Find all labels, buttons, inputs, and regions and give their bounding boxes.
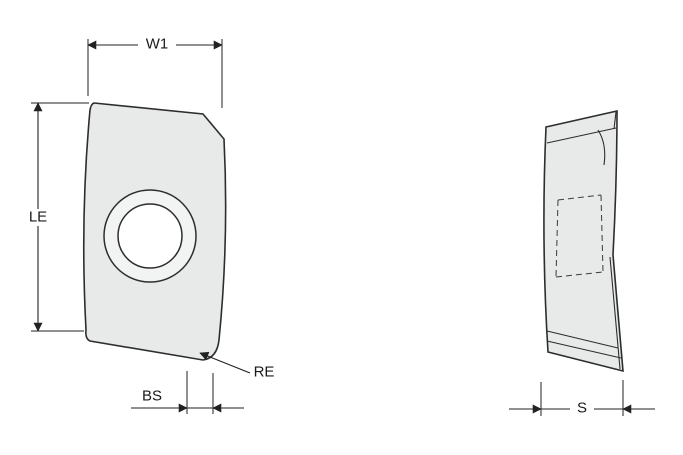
- hidden-hole-right: [600, 194, 604, 273]
- bs-label: BS: [142, 388, 162, 405]
- side-view: [543, 109, 624, 373]
- s-label-bg: [570, 400, 594, 417]
- le-label-bg: [24, 209, 52, 226]
- hidden-hole-top: [557, 194, 602, 201]
- dimension-le: LE: [24, 102, 89, 332]
- le-label: LE: [29, 209, 47, 226]
- side-bottom-band-1: [546, 330, 619, 349]
- hidden-hole-bottom: [555, 271, 604, 278]
- hidden-hole-left: [555, 199, 559, 278]
- hole-bore: [117, 203, 183, 269]
- re-leader-line: [199, 351, 251, 374]
- dimension-bs: BS: [131, 371, 244, 414]
- insert-side-outline: [543, 109, 624, 373]
- s-label: S: [577, 400, 587, 417]
- front-view: [82, 102, 227, 361]
- side-top-band-line: [546, 127, 617, 144]
- side-top-right-edge: [613, 111, 617, 130]
- re-label: RE: [254, 364, 275, 381]
- side-edge-land-line: [609, 256, 621, 370]
- side-bottom-band-2: [546, 340, 622, 359]
- dimension-w1: W1: [87, 36, 223, 108]
- w1-label: W1: [146, 36, 169, 53]
- w1-label-bg: [138, 36, 176, 53]
- side-facet-curve: [597, 129, 606, 166]
- dimension-re: RE: [199, 351, 275, 381]
- dimension-s: S: [509, 380, 655, 417]
